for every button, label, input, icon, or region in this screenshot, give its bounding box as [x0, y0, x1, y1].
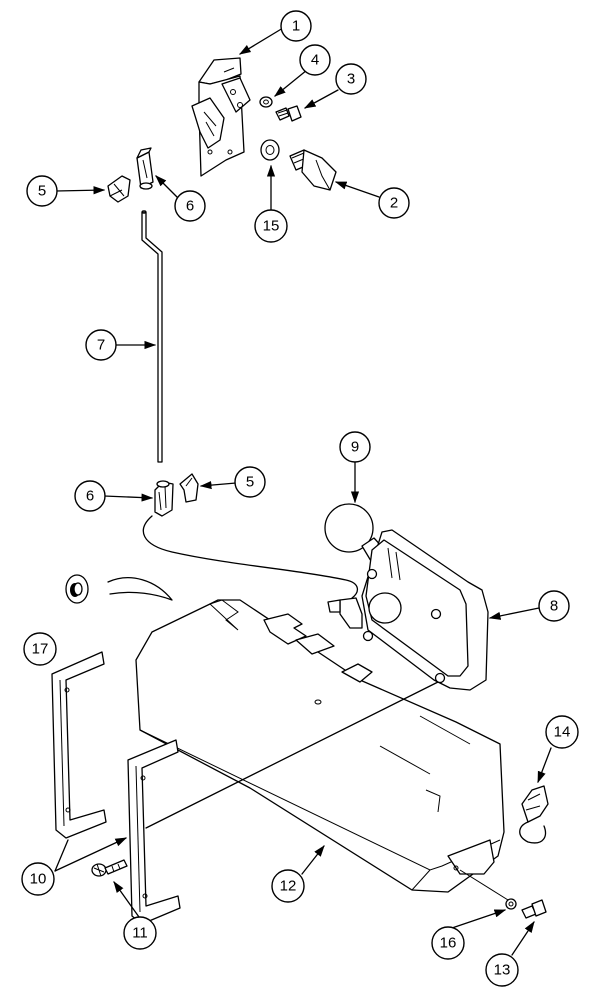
- callout-12: 12: [271, 869, 305, 903]
- callout-5-upper: 5: [26, 175, 58, 207]
- svg-text:11: 11: [132, 925, 148, 942]
- bolt-part-3: [275, 105, 302, 122]
- svg-text:9: 9: [351, 439, 359, 456]
- rod-end-part-6-lower: [154, 480, 174, 517]
- svg-text:6: 6: [86, 488, 94, 505]
- svg-text:2: 2: [390, 195, 398, 212]
- callout-15: 15: [254, 209, 288, 243]
- bracket-part-10-front: [127, 739, 181, 925]
- leader-lines: [54, 27, 552, 956]
- svg-text:8: 8: [550, 598, 558, 615]
- shoulder-bolt-part-2: [289, 149, 337, 191]
- knob-part-9: [324, 503, 374, 553]
- screw-part-11: [91, 859, 128, 877]
- washer-part-15: [260, 139, 280, 161]
- callout-6-lower: 6: [74, 480, 106, 512]
- clip-part-14: [521, 785, 549, 823]
- link-cable: [142, 515, 358, 599]
- svg-text:16: 16: [440, 935, 457, 952]
- callout-13: 13: [485, 953, 519, 987]
- svg-text:6: 6: [186, 198, 194, 215]
- cover-part-12: [135, 599, 505, 893]
- clip-part-5-upper: [107, 175, 131, 203]
- callout-10: 10: [21, 862, 55, 896]
- callout-11: 11: [123, 916, 157, 950]
- callout-2: 2: [378, 187, 410, 219]
- rod-part-7: [141, 210, 163, 463]
- svg-text:12: 12: [280, 878, 297, 895]
- clip-part-5-lower: [179, 473, 199, 503]
- callout-9: 9: [339, 431, 371, 463]
- svg-text:10: 10: [30, 871, 47, 888]
- callout-3: 3: [335, 63, 367, 95]
- svg-text:13: 13: [494, 962, 511, 979]
- svg-text:17: 17: [32, 641, 49, 658]
- motion-arc: [107, 577, 173, 601]
- washer-part-4: [259, 96, 273, 108]
- callout-14: 14: [545, 715, 579, 749]
- clip-wire: [519, 821, 547, 844]
- svg-text:15: 15: [263, 218, 280, 235]
- callout-4: 4: [299, 44, 331, 76]
- callout-6-upper: 6: [174, 190, 206, 222]
- callout-1: 1: [280, 10, 312, 42]
- bolt-part-13: [521, 899, 547, 919]
- svg-text:14: 14: [554, 724, 571, 741]
- rod-end-part-6-upper: [136, 147, 154, 190]
- callout-7: 7: [85, 329, 117, 361]
- svg-text:5: 5: [246, 474, 254, 491]
- svg-text:5: 5: [38, 183, 46, 200]
- bracket-part-8: [327, 529, 489, 691]
- svg-text:7: 7: [97, 337, 105, 354]
- washer-part-16: [505, 898, 517, 910]
- latch-assembly: [191, 57, 251, 177]
- callout-5-lower: 5: [234, 466, 266, 498]
- svg-text:3: 3: [347, 71, 355, 88]
- brace-line: [145, 681, 439, 829]
- callout-17: 17: [23, 632, 57, 666]
- bracket-part-10-rear: [51, 651, 107, 839]
- svg-text:1: 1: [292, 18, 300, 35]
- svg-text:4: 4: [311, 52, 319, 69]
- callout-8: 8: [538, 590, 570, 622]
- bolt-axis-line: [459, 869, 509, 901]
- callout-16: 16: [431, 926, 465, 960]
